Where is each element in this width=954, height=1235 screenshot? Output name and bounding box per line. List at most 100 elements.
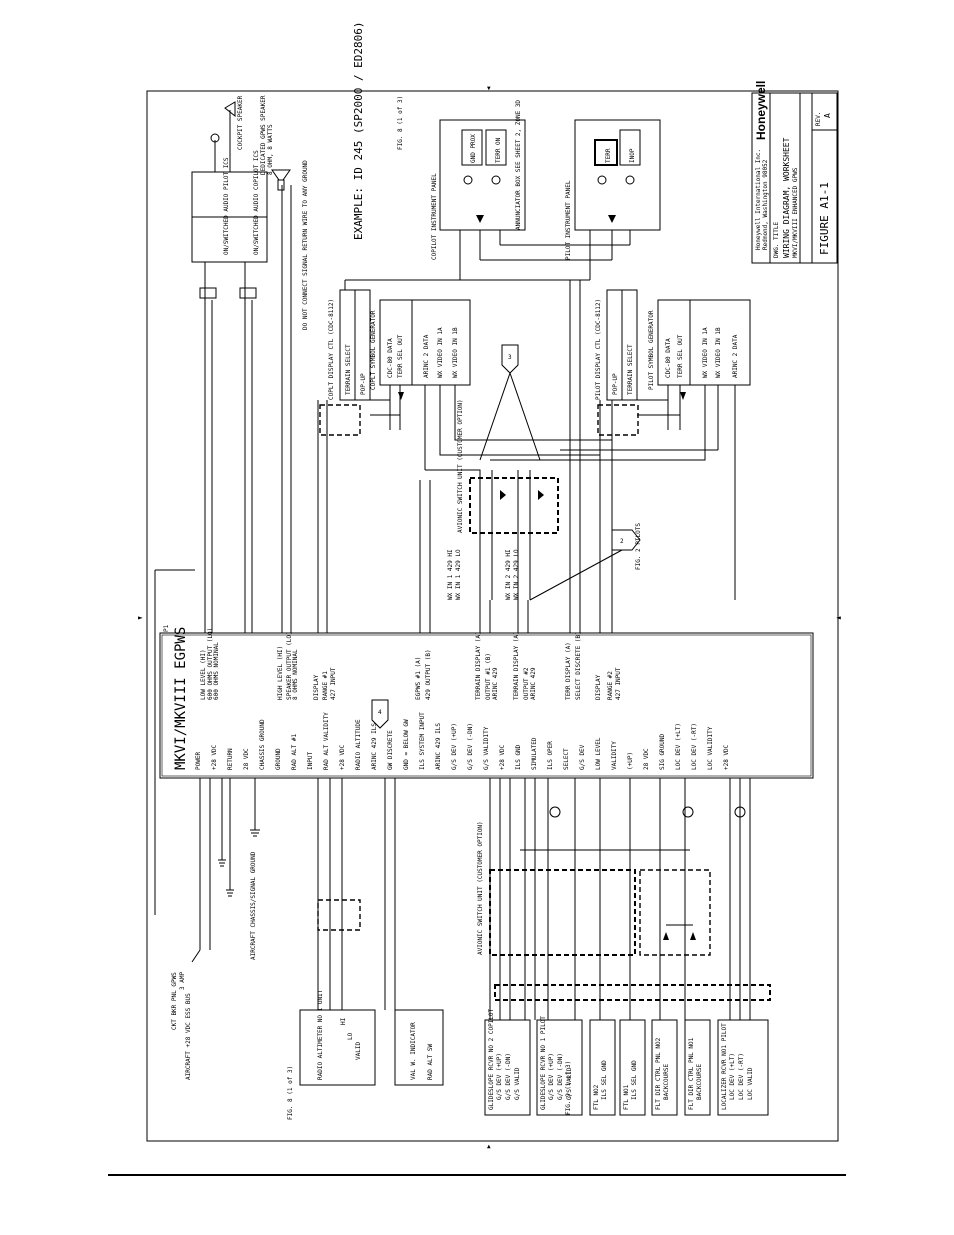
egpws-left-label: 427 INPUT [330, 667, 337, 700]
egpws-right-label: SIG GROUND [659, 733, 666, 770]
svg-text:AVIONIC SWITCH UNIT (CUSTOMER: AVIONIC SWITCH UNIT (CUSTOMER OPTION) [477, 821, 484, 955]
company-line-2: Redmond, Washington 98052 [762, 159, 769, 250]
ftl-no1-box [619, 1019, 646, 1116]
avionic-switch-unit-top: AVIONIC SWITCH UNIT (CUSTOMER OPTION) 3 [457, 344, 559, 600]
copilot-sg-port: ARINC 2 DATA [423, 334, 430, 378]
egpws-right-label: +28 VDC [211, 744, 218, 770]
egpws-right-label: (+UP) [627, 752, 634, 770]
svg-text:FIG. 8 (1 of 3): FIG. 8 (1 of 3) [287, 1066, 294, 1120]
glideslope-rcvr-1-pin: G/S DEV (-DN) [557, 1053, 564, 1100]
svg-text:FIG. 9 (1 of 3): FIG. 9 (1 of 3) [565, 1061, 572, 1115]
copilot-sg-port: WX VIDEO IN 1A [437, 327, 444, 378]
egpws-right-label: RADIO ALTITUDE [355, 719, 362, 770]
egpws-left-label: 429 OUTPUT (B) [425, 649, 432, 700]
egpws-left-label: LOW LEVEL (HI) [200, 649, 207, 700]
svg-text:WX IN 2 429 LO: WX IN 2 429 LO [513, 549, 520, 600]
flt-dir-no2-pin: BACKCOURSE [663, 1063, 670, 1100]
egpws-right-label: SELECT [563, 748, 570, 770]
copilot-display-ctl: COPLT DISPLAY CTL (CDC-8112) TERRAIN SEL… [328, 289, 371, 401]
egpws-right-label: GROUND [275, 748, 282, 770]
speaker-spec-label: 8 OHM, 8 WATTS [267, 124, 274, 175]
svg-text:3 AMP: 3 AMP [179, 972, 186, 990]
cockpit-speaker-label: COCKPIT SPEAKER [237, 95, 244, 150]
ftl-no2-label: FTL NO2 [593, 1084, 600, 1110]
svg-text:VAL W. INDICATOR: VAL W. INDICATOR [410, 1022, 417, 1080]
egpws-right-label: 28 VDC [643, 748, 650, 770]
drawing-border [146, 90, 839, 1142]
top-wiring [154, 185, 613, 915]
svg-text:ANNUNCIATOR BOX SEE SHEET 2, Z: ANNUNCIATOR BOX SEE SHEET 2, ZONE 3D [515, 100, 522, 230]
egpws-right-label: LOC VALIDITY [707, 726, 714, 770]
rev-label: REV. [815, 112, 822, 126]
svg-text:FIG. 8 (1 of 3): FIG. 8 (1 of 3) [397, 96, 404, 150]
fig-ref-bottom: FIG. 9 (1 of 3) [565, 1061, 572, 1115]
egpws-left-label: EGPWS #1 (A) [415, 657, 422, 700]
pilot-sg-port: WX VIDEO IN 1B [715, 327, 722, 378]
localizer-rcvr-1-pin: LOC DEV (+LT) [729, 1053, 736, 1100]
symbol-gen-wiring [319, 392, 736, 600]
egpws-left-label: RANGE #2 [607, 671, 614, 700]
egpws-left-label: SELECT DISCRETE (B) [575, 631, 582, 700]
top-center-marker: ▼ [487, 85, 491, 92]
svg-text:RAD ALT SW: RAD ALT SW [427, 1043, 434, 1080]
pilot-instrument-panel: PILOT INSTRUMENT PANEL TERR INOP [565, 119, 661, 260]
glideslope-rcvr-1-pin: G/S VALID [566, 1067, 573, 1100]
localizer-rcvr-1-pin: LOC VALID [747, 1067, 754, 1100]
wx-labels: WX IN 1 429 HI WX IN 1 429 LO WX IN 2 42… [447, 549, 520, 600]
egpws-unit: MKVI/MKVIII EGPWS P1 [159, 624, 814, 779]
radio-alt-pin: HI [340, 1017, 347, 1025]
egpws-left-label: RANGE #1 [322, 671, 329, 700]
egpws-right-label: +28 VDC [339, 744, 346, 770]
egpws-left-label: 427 INPUT [615, 667, 622, 700]
egpws-left-label: 600 OHMS OUTPUT (LO) [207, 628, 214, 700]
drawing-title-2: MKVI/MKVIII ENHANCED GPWS [792, 167, 799, 258]
figure-number: FIGURE A1-1 [818, 182, 831, 255]
fig-ref-top: FIG. 8 (1 of 3) [397, 96, 404, 150]
dwg-title-label: DWG. TITLE [773, 221, 780, 258]
egpws-right-label: G/S VALIDITY [483, 726, 490, 770]
audio-pilot-label: ON/SWITCHED AUDIO PILOT ICS [223, 157, 230, 255]
svg-text:EXAMPLE: ID 245 (SP2000 / ED28: EXAMPLE: ID 245 (SP2000 / ED2806) [352, 21, 365, 240]
egpws-right-label: POWER [195, 752, 202, 770]
egpws-right-label: SIMULATED [531, 737, 538, 770]
audio-copilot-label: ON/SWITCHED AUDIO COPILOT ICS [253, 150, 260, 255]
dedicated-speaker-label: DEDICATED GPWS SPEAKER [260, 95, 267, 175]
egpws-left-label: TERR DISPLAY (A) [565, 642, 572, 700]
company-line-1: Honeywell International Inc. [755, 149, 762, 250]
glideslope-rcvr-1-pin: G/S DEV (+UP) [548, 1053, 555, 1100]
egpws-right-label: RAD ALT VALIDITY [323, 712, 330, 770]
svg-text:POP-UP: POP-UP [612, 373, 619, 395]
bottom-center-marker: ▲ [487, 1143, 491, 1150]
svg-text:AVIONIC SWITCH UNIT (CUSTOMER: AVIONIC SWITCH UNIT (CUSTOMER OPTION) [457, 399, 464, 533]
egpws-right-label: +28 VDC [723, 744, 730, 770]
svg-text:FIG. 2 PILOTS: FIG. 2 PILOTS [635, 523, 642, 570]
svg-text:POP-UP: POP-UP [360, 373, 367, 395]
egpws-right-label: ARINC 429 ILS [371, 723, 378, 770]
pilot-sg-port: WX VIDEO IN 1A [702, 327, 709, 378]
pilot-sg-port: TERR SEL OUT [677, 334, 684, 378]
egpws-right-label: RETURN [227, 748, 234, 770]
ftl-no2-box [589, 1019, 616, 1116]
egpws-right-label: ILS SYSTEM INPUT [419, 712, 426, 770]
svg-text:3: 3 [508, 354, 512, 361]
glideslope-rcvr-1-label: GLIDESLOPE RCVR NO 1 PILOT [540, 1016, 547, 1110]
svg-text:RADIO ALTIMETER NO 1 UNIT: RADIO ALTIMETER NO 1 UNIT [317, 989, 324, 1080]
localizer-rcvr-1-pin: LOC DEV (-RT) [738, 1053, 745, 1100]
glideslope-rcvr-2-pin: G/S DEV (+UP) [496, 1053, 503, 1100]
egpws-right-label: ILS OPER [547, 741, 554, 770]
drawing-title-1: WIRING DIAGRAM, WORKSHEET [782, 137, 791, 258]
egpws-right-label: GW DISCRETE [387, 730, 394, 770]
svg-text:PILOT SYMBOL GENERATOR: PILOT SYMBOL GENERATOR [648, 310, 655, 390]
rev-value: A [823, 113, 832, 118]
svg-text:AIRCRAFT CHASSIS/SIGNAL GROUND: AIRCRAFT CHASSIS/SIGNAL GROUND [250, 851, 257, 960]
ref-3-tag [501, 344, 519, 374]
radio-alt-pin: VALID [355, 1042, 362, 1060]
egpws-left-label: SPEAKER OUTPUT (LO) [286, 631, 293, 700]
localizer-rcvr-1-box [717, 1019, 769, 1116]
svg-text:PILOT DISPLAY CTL (CDC-8112): PILOT DISPLAY CTL (CDC-8112) [595, 299, 602, 400]
svg-text:COPILOT INSTRUMENT PANEL: COPILOT INSTRUMENT PANEL [431, 173, 438, 260]
egpws-right-label: GND = BELOW GW [403, 719, 410, 770]
gw-indicator: VAL W. INDICATOR RAD ALT SW 4 [371, 699, 444, 1086]
